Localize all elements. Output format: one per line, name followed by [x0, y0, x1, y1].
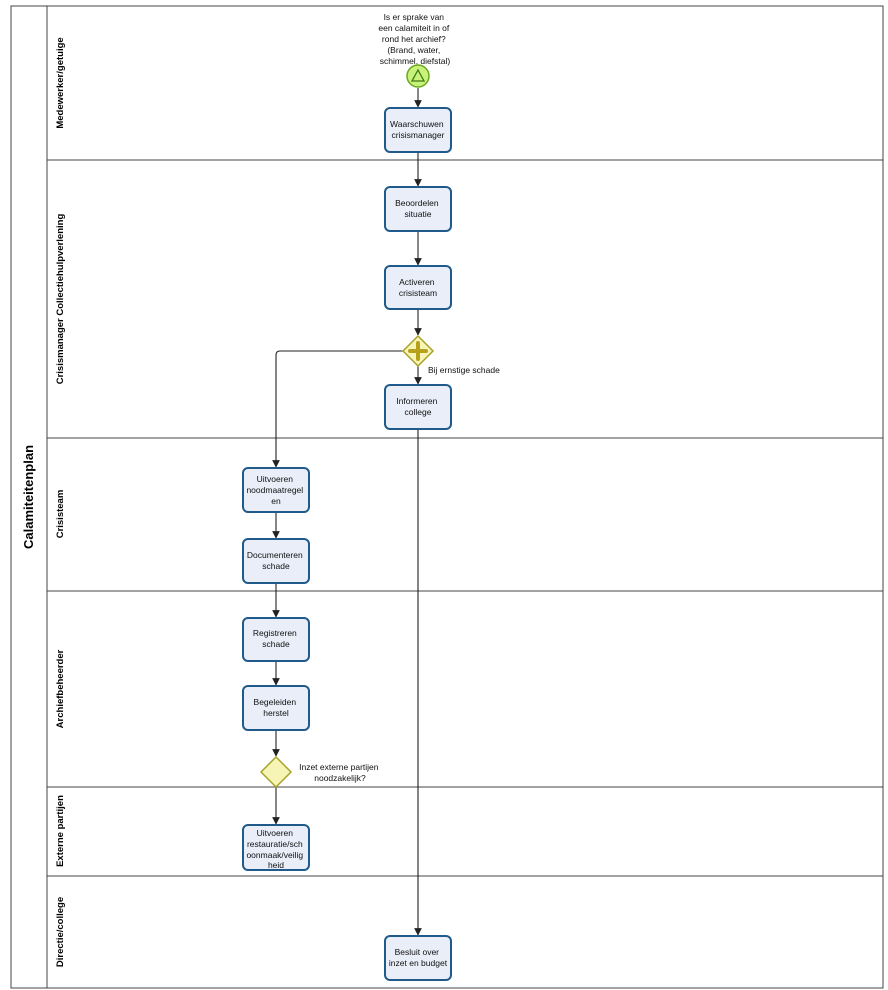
- task-uitvoeren-restauratie[interactable]: Uitvoeren restauratie/sch oonmaak/veilig…: [242, 824, 310, 871]
- parallel-gateway[interactable]: [401, 334, 435, 368]
- lane-title-crisismanager: Crisismanager Collectiehulpverlening: [55, 214, 66, 385]
- svg-text:Uitvoeren noodmaatregel: Uitvoeren noodmaatregel en: [246, 474, 305, 506]
- exclusive-gateway[interactable]: [259, 755, 293, 789]
- pool-frame: [10, 5, 884, 989]
- task-activeren-crisisteam[interactable]: Activeren crisisteam: [384, 265, 452, 310]
- pool-title: Calamiteitenplan: [21, 445, 36, 549]
- task-beoordelen-situatie[interactable]: Beoordelen situatie: [384, 186, 452, 232]
- exclusive-gateway-label: Inzet externe partijen noodzakelijk?: [299, 762, 381, 783]
- svg-text:Beoordelen situatie: Beoordelen situatie: [395, 198, 441, 219]
- svg-text:Activeren crisisteam: Activeren crisisteam: [399, 277, 437, 298]
- task-waarschuwen-crisismanager[interactable]: Waarschuwen crisismanager: [384, 107, 452, 153]
- lane-title-medewerker: Medewerker/getuige: [55, 37, 66, 128]
- flow-gateway-noodmaatregelen: [272, 350, 403, 468]
- parallel-gateway-label: Bij ernstige schade: [428, 365, 500, 375]
- svg-text:Begeleiden herstel: Begeleiden herstel: [254, 697, 299, 718]
- svg-text:Besluit over inzet en bu: Besluit over inzet en budget: [389, 947, 448, 968]
- lane-title-crisisteam: Crisisteam: [55, 490, 66, 539]
- task-registreren-schade[interactable]: Registreren schade: [242, 617, 310, 662]
- task-informeren-college[interactable]: Informeren college: [384, 384, 452, 430]
- svg-text:Informeren college: Informeren college: [396, 396, 439, 417]
- task-besluit-inzet-budget[interactable]: Besluit over inzet en budget: [384, 935, 452, 981]
- task-begeleiden-herstel[interactable]: Begeleiden herstel: [242, 685, 310, 731]
- task-documenteren-schade[interactable]: Documenteren schade: [242, 538, 310, 584]
- start-event-question: Is er sprake van een calamiteit in of ro…: [378, 12, 451, 66]
- svg-text:Uitvoeren restauratie/sc: Uitvoeren restauratie/sch oonmaak/veilig…: [246, 828, 305, 870]
- start-event[interactable]: [406, 64, 430, 88]
- svg-text:Waarschuwen crisismanage: Waarschuwen crisismanager: [390, 119, 446, 140]
- lane-title-archiefbeheerder: Archiefbeheerder: [55, 649, 66, 728]
- lane-title-externe: Externe partijen: [55, 795, 66, 867]
- task-uitvoeren-noodmaatregelen[interactable]: Uitvoeren noodmaatregel en: [242, 467, 310, 513]
- lane-title-directie: Directie/college: [55, 897, 66, 967]
- svg-text:Registreren schade: Registreren schade: [253, 628, 299, 649]
- svg-text:Documenteren schade: Documenteren schade: [247, 550, 305, 571]
- signal-triangle-icon: [410, 68, 426, 82]
- plus-icon: [408, 341, 428, 361]
